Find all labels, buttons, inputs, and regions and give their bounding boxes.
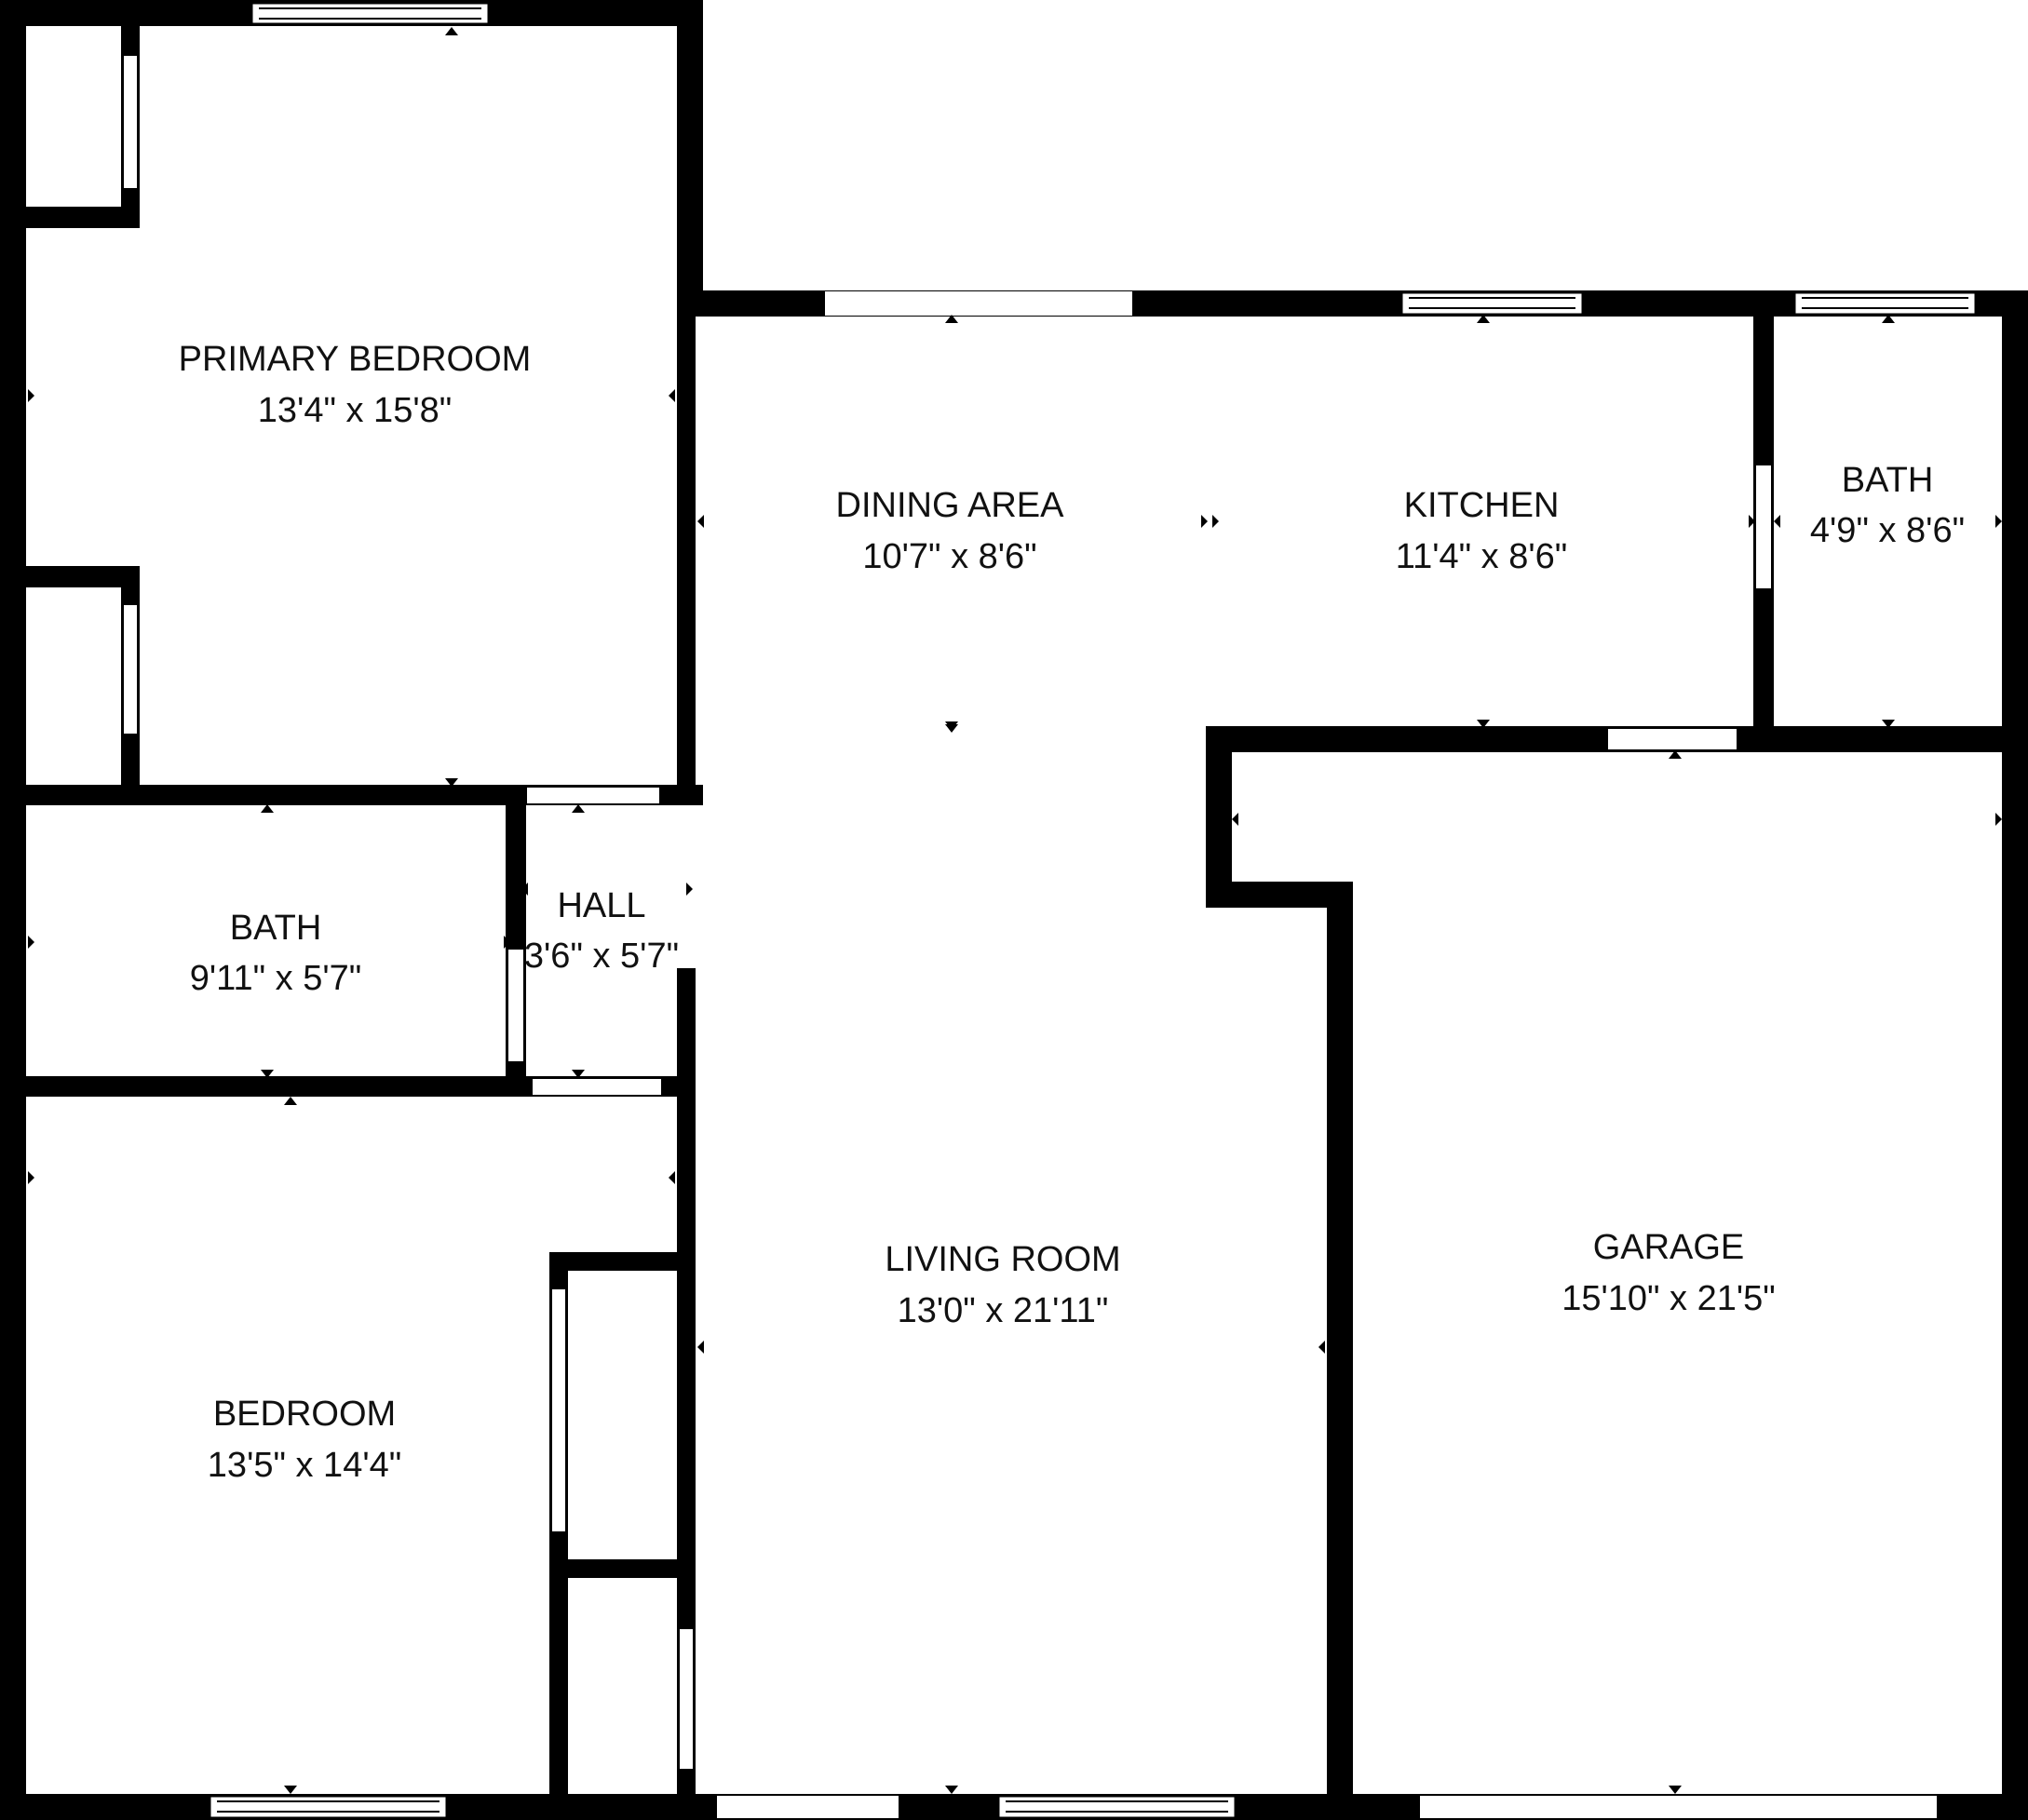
wall-hall-right <box>677 968 696 1820</box>
tick <box>669 1171 675 1184</box>
wall-garage-notch-left <box>1206 726 1232 908</box>
tick <box>1882 720 1895 728</box>
wall-closet-upper-bottom <box>0 207 140 228</box>
window-bath-east <box>1792 290 1978 317</box>
room-dimensions: 15'10" x 21'5" <box>1562 1279 1776 1318</box>
room-name: PRIMARY BEDROOM <box>179 340 532 379</box>
wall-bedroom-closet-top <box>549 1252 696 1271</box>
tick <box>1318 1341 1325 1354</box>
door-closet-living <box>680 1629 693 1769</box>
tick <box>445 27 458 35</box>
room-name: BATH <box>1842 461 1934 500</box>
window-kitchen <box>1399 290 1585 317</box>
room-name: GARAGE <box>1593 1228 1745 1267</box>
door-garage <box>1420 1796 1937 1818</box>
room-hall: HALL 3'6" x 5'7" <box>524 886 679 976</box>
room-dimensions: 3'6" x 5'7" <box>524 937 679 976</box>
door-bath-hall <box>508 950 523 1061</box>
room-dimensions: 13'0" x 21'11" <box>898 1291 1109 1330</box>
room-garage: GARAGE 15'10" x 21'5" <box>1562 1228 1776 1318</box>
tick <box>572 1070 585 1078</box>
tick <box>1232 813 1238 826</box>
windows <box>208 1 1978 1820</box>
tick <box>261 804 274 813</box>
tick <box>697 515 704 528</box>
room-bedroom: BEDROOM 13'5" x 14'4" <box>208 1395 401 1485</box>
tick <box>572 804 585 813</box>
wall-living-garage-divider <box>1327 882 1353 1820</box>
room-labels: PRIMARY BEDROOM 13'4" x 15'8" DINING ARE… <box>179 340 1965 1485</box>
door-kitchen-bath <box>1756 465 1771 588</box>
room-dimensions: 13'5" x 14'4" <box>208 1446 401 1485</box>
tick <box>445 778 458 787</box>
tick <box>28 389 34 402</box>
room-dimensions: 13'4" x 15'8" <box>258 391 452 430</box>
wall-outer-right <box>2002 290 2028 1820</box>
tick <box>1201 515 1208 528</box>
wall-bedroom-closet-mid <box>549 1559 696 1578</box>
door-closet-upper <box>124 56 137 188</box>
tick <box>1669 750 1682 759</box>
room-bath-west: BATH 9'11" x 5'7" <box>190 909 361 998</box>
room-dimensions: 4'9" x 8'6" <box>1810 511 1965 550</box>
tick <box>1995 515 2002 528</box>
door-bedroom-closet <box>552 1289 565 1531</box>
openings <box>124 56 1937 1818</box>
window-primary-bedroom <box>250 1 491 26</box>
room-name: LIVING ROOM <box>885 1240 1120 1279</box>
opening-dining-top <box>825 291 1132 316</box>
room-dimensions: 11'4" x 8'6" <box>1396 537 1567 576</box>
door-hall-bedroom <box>533 1079 661 1095</box>
wall-bath-bottom <box>0 1076 694 1097</box>
room-name: BEDROOM <box>213 1395 396 1434</box>
tick <box>1882 315 1895 323</box>
room-dimensions: 10'7" x 8'6" <box>862 537 1036 576</box>
room-dimensions: 9'11" x 5'7" <box>190 959 361 998</box>
measurement-ticks <box>28 27 2002 1794</box>
tick <box>1749 515 1755 528</box>
tick <box>1477 720 1490 728</box>
room-name: DINING AREA <box>836 486 1065 525</box>
room-primary-bedroom: PRIMARY BEDROOM 13'4" x 15'8" <box>179 340 532 430</box>
tick <box>945 724 958 733</box>
tick <box>686 883 693 896</box>
tick <box>1477 315 1490 323</box>
door-kitchen-garage <box>1608 729 1737 749</box>
tick <box>1669 1786 1682 1794</box>
wall-primary-bedroom-right-lower <box>677 290 696 805</box>
tick <box>28 1171 34 1184</box>
room-name: HALL <box>557 886 645 925</box>
room-dining-area: DINING AREA 10'7" x 8'6" <box>836 486 1065 576</box>
tick <box>1212 515 1219 528</box>
room-kitchen: KITCHEN 11'4" x 8'6" <box>1396 486 1567 576</box>
tick <box>284 1097 297 1105</box>
tick <box>521 883 528 896</box>
room-name: BATH <box>230 909 322 948</box>
tick <box>697 1341 704 1354</box>
tick <box>945 315 958 323</box>
wall-closet-lower-top <box>0 566 140 587</box>
door-primary-bedroom-hall <box>527 788 659 803</box>
wall-outer-left <box>0 0 26 1820</box>
tick <box>284 1786 297 1794</box>
door-living-bottom <box>717 1796 899 1818</box>
tick <box>1995 813 2002 826</box>
tick <box>28 936 34 949</box>
tick <box>261 1070 274 1078</box>
tick <box>945 1786 958 1794</box>
door-closet-lower <box>124 605 137 734</box>
tick <box>669 389 675 402</box>
room-bath-east: BATH 4'9" x 8'6" <box>1810 461 1965 550</box>
window-living-room <box>996 1794 1237 1820</box>
wall-primary-bedroom-right <box>677 0 703 312</box>
tick <box>1774 515 1780 528</box>
room-living-room: LIVING ROOM 13'0" x 21'11" <box>885 1240 1120 1330</box>
tick <box>504 936 510 949</box>
window-bedroom <box>208 1794 449 1820</box>
room-name: KITCHEN <box>1404 486 1560 525</box>
